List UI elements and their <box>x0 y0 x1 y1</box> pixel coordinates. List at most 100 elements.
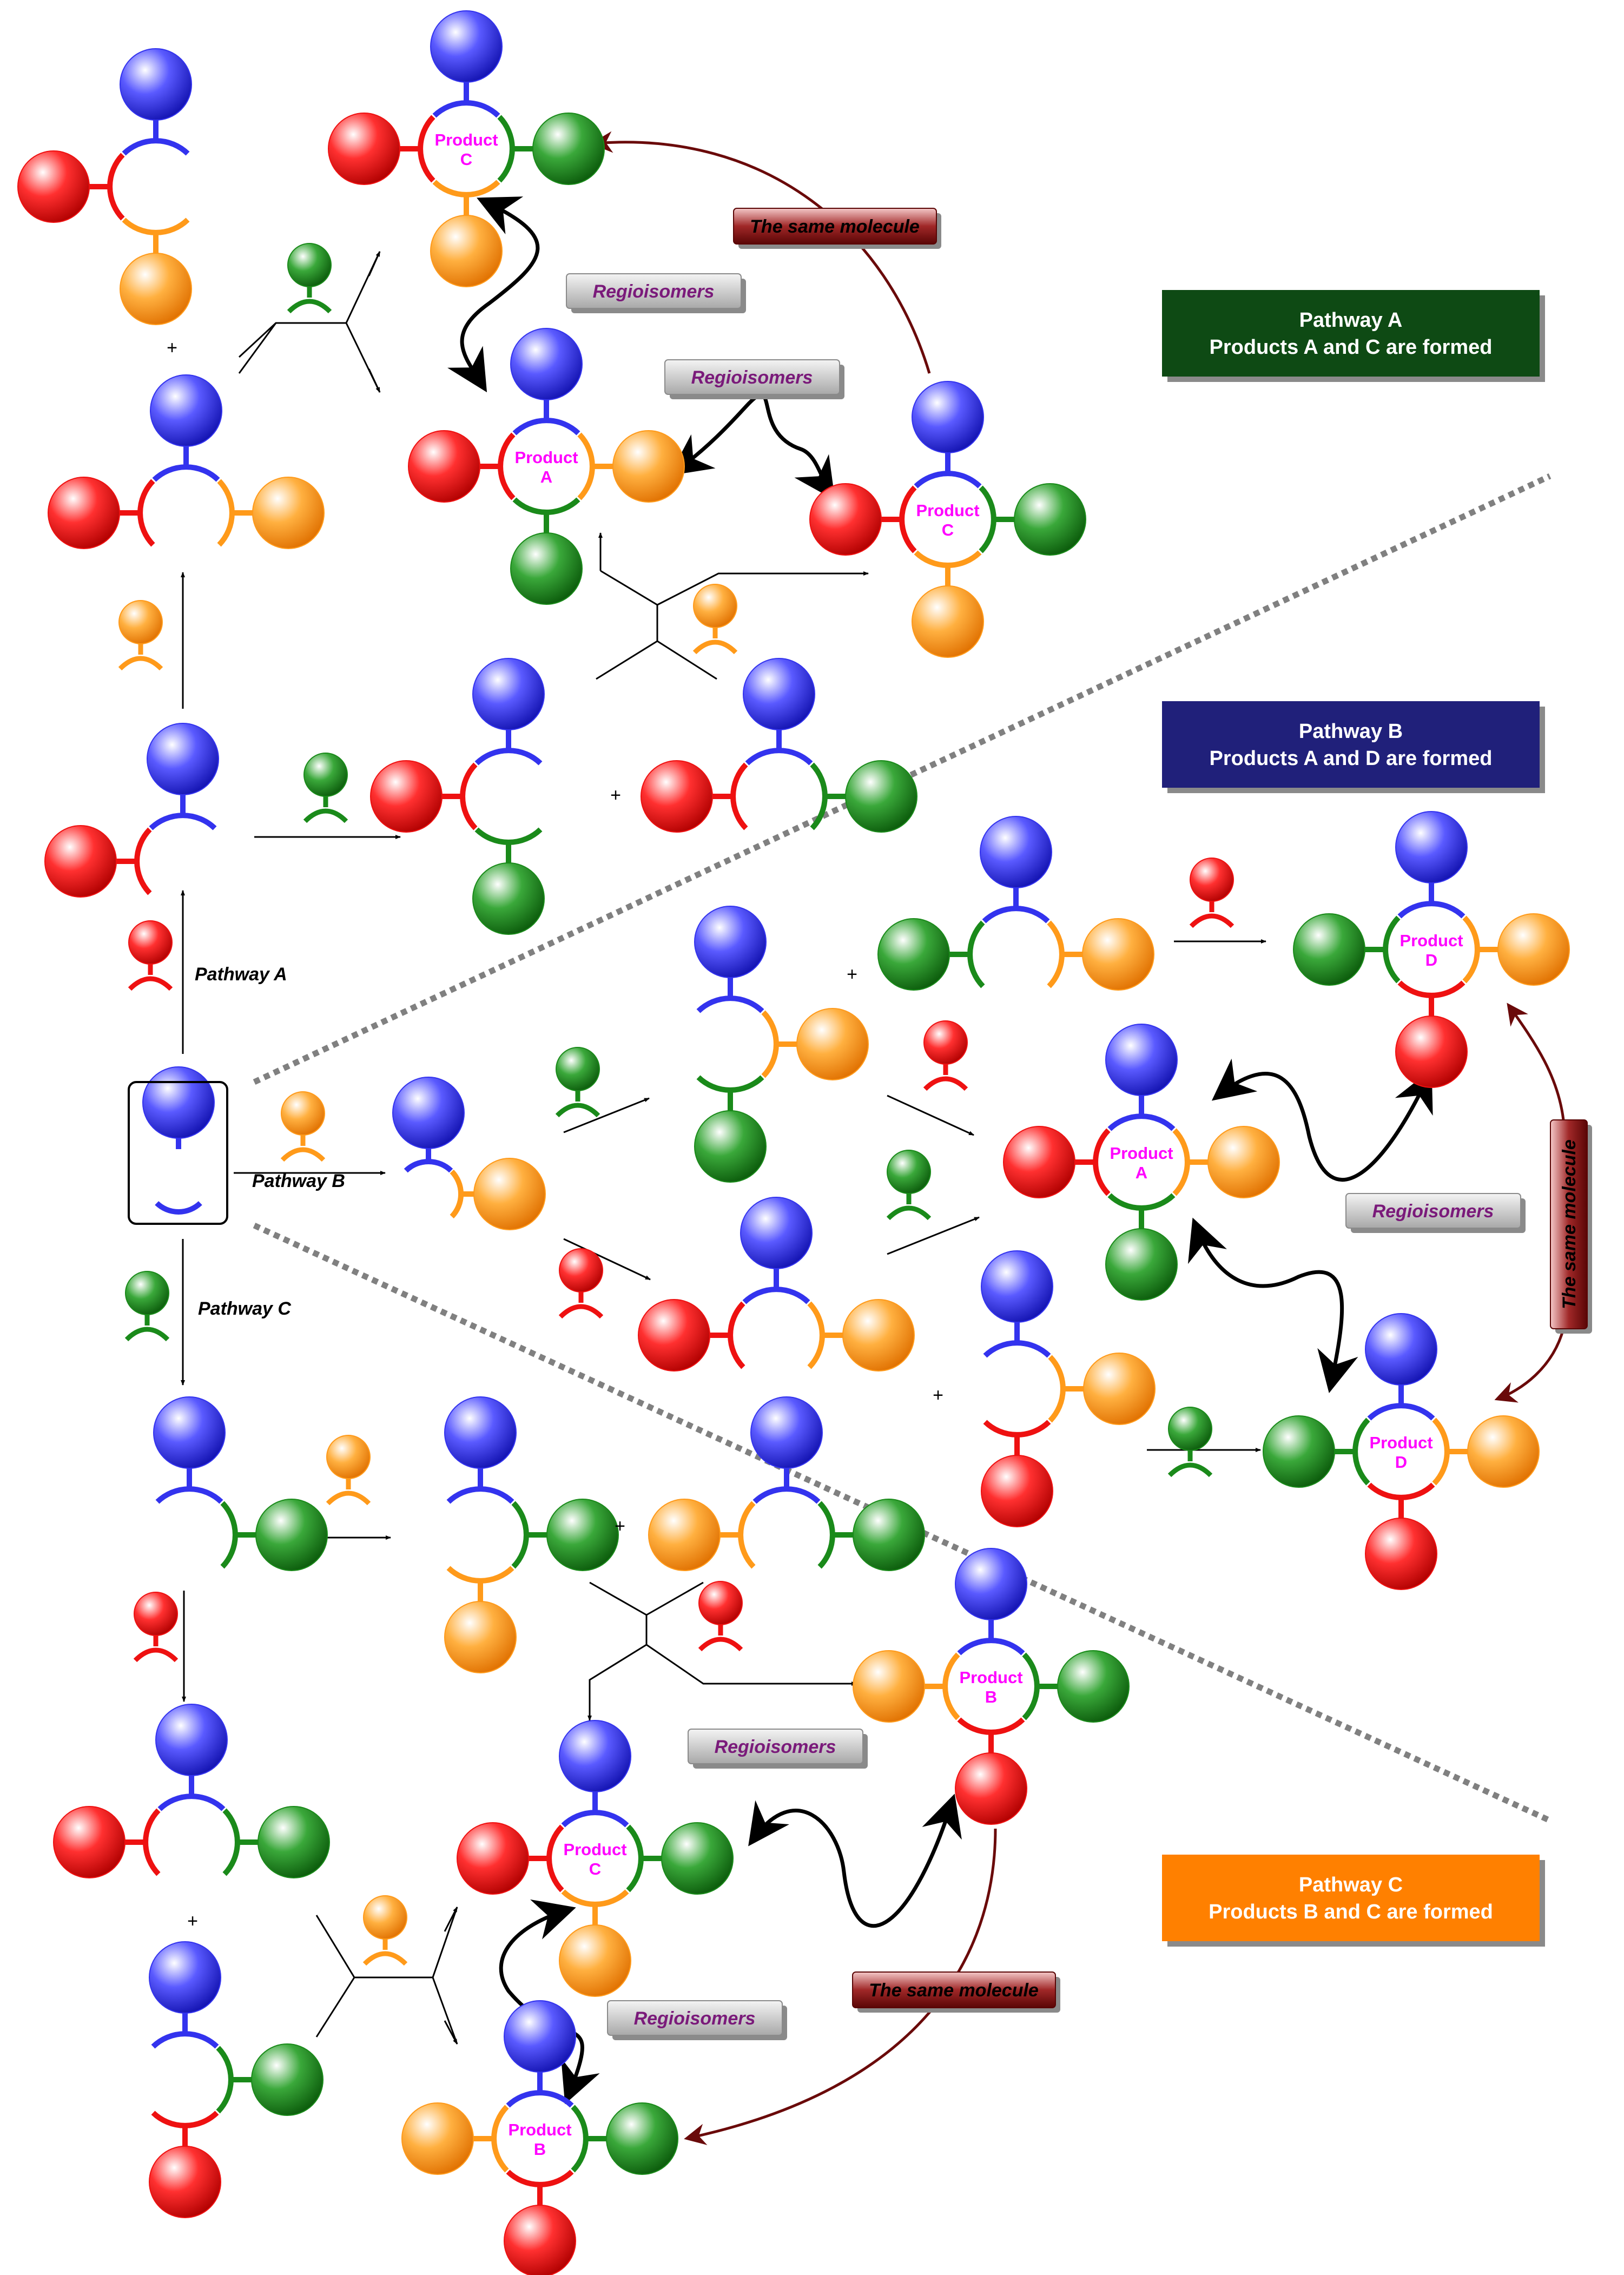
orange-sphere <box>1083 1353 1156 1425</box>
orange-sphere <box>281 1091 325 1136</box>
plus-sign: + <box>187 1911 198 1931</box>
regioisomer-arrow <box>1211 1058 1433 1182</box>
product-label: Product <box>514 448 578 467</box>
molecules: ProductCProductAProductCProductAProductD… <box>17 10 1570 2275</box>
red-sphere <box>17 150 90 223</box>
red-bond-arc <box>143 1808 161 1876</box>
separator-lines <box>253 473 1552 1823</box>
orange-sphere <box>648 1499 721 1571</box>
red-sphere <box>44 825 117 898</box>
branch-line <box>596 570 658 680</box>
green-bond-arc <box>571 2105 589 2173</box>
blue-sphere <box>504 2000 576 2073</box>
orange-bond-arc <box>450 1169 464 1219</box>
blue-sphere <box>1365 1313 1437 1386</box>
blue-bond-arc <box>151 2031 219 2049</box>
green-sphere <box>661 1822 734 1895</box>
orange-bond-arc <box>561 1889 629 1907</box>
svg-text:Products A and D are formed: Products A and D are formed <box>1210 747 1493 770</box>
two-arm-intermediate <box>981 1250 1156 1527</box>
green-sphere <box>532 113 605 185</box>
green-bond-arc <box>512 497 580 515</box>
orange-sphere <box>842 1299 915 1371</box>
product-letter: C <box>942 520 954 539</box>
orange-bond-arc <box>1462 915 1480 984</box>
branch-line <box>657 572 866 606</box>
svg-text:The same molecule: The same molecule <box>750 216 920 237</box>
orange-bond-arc <box>1047 920 1065 988</box>
orange-bond-arc <box>122 217 190 235</box>
mono-adduct <box>44 723 219 898</box>
orange-bond-arc <box>491 2105 509 2173</box>
red-bond-arc <box>498 432 516 500</box>
green-reagent <box>287 243 332 314</box>
two-arm-intermediate <box>641 658 917 833</box>
blue-sphere <box>392 1077 465 1149</box>
pathway-c-summary: Pathway C Products B and C are formed <box>1162 1855 1545 1947</box>
blue-bond-arc <box>155 1486 223 1504</box>
product-letter: A <box>1136 1163 1147 1182</box>
green-sphere <box>1057 1650 1130 1723</box>
green-reagent <box>886 1150 932 1221</box>
blue-sphere <box>510 328 583 400</box>
reaction-arrow <box>368 368 381 393</box>
starting-material <box>142 1066 215 1215</box>
green-bond-arc <box>511 1501 529 1569</box>
green-sphere <box>556 1047 600 1091</box>
red-bond-arc <box>107 153 125 221</box>
green-sphere <box>546 1499 619 1571</box>
red-sphere <box>559 1248 603 1293</box>
blue-sphere <box>430 10 503 83</box>
green-sphere <box>853 1499 925 1571</box>
green-sphere <box>255 1499 328 1571</box>
mono-adduct <box>392 1077 546 1230</box>
blue-bond-arc <box>149 813 217 830</box>
two-arm-intermediate <box>370 658 545 935</box>
svg-text:Products B and C are formed: Products B and C are formed <box>1209 1901 1493 1923</box>
blue-sphere <box>142 1066 215 1139</box>
curved-arrows <box>447 131 1565 2145</box>
pathway-a-summary: Pathway A Products A and C are formed <box>1162 290 1545 382</box>
blue-bond-arc <box>1107 1113 1176 1131</box>
plus-sign: + <box>847 964 857 985</box>
green-sphere <box>1105 1228 1178 1301</box>
red-bond-arc <box>698 1637 743 1652</box>
red-sphere <box>981 1455 1053 1527</box>
blue-bond-arc <box>914 471 982 489</box>
product-label: Product <box>1110 1144 1173 1163</box>
orange-bond-arc <box>432 180 500 197</box>
green-bond-arc <box>626 1824 644 1892</box>
red-bond-arc <box>957 1717 1025 1735</box>
product-letter: B <box>534 2140 546 2159</box>
blue-bond-arc <box>155 1201 202 1215</box>
green-bond-arc <box>979 485 996 553</box>
green-sphere <box>845 760 917 833</box>
regioisomer-tags: Regioisomers Regioisomers Regioisomers R… <box>566 273 1526 2040</box>
two-arm-intermediate <box>648 1396 925 1571</box>
orange-sphere <box>1467 1415 1540 1488</box>
blue-bond-arc <box>752 1486 821 1504</box>
branch-line <box>646 1644 849 1685</box>
branch-line <box>315 1907 458 1979</box>
red-sphere <box>955 1752 1027 1825</box>
red-sphere <box>48 477 120 549</box>
green-bond-arc <box>886 1205 932 1221</box>
orange-bond-arc <box>217 479 235 547</box>
reaction-arrow <box>563 1097 650 1133</box>
red-reagent <box>923 1020 968 1091</box>
regioisomers-tag: Regioisomers <box>566 273 746 313</box>
regioisomer-arrow <box>447 196 540 393</box>
green-bond-arc <box>497 115 515 183</box>
blue-sphere <box>155 1704 228 1776</box>
svg-text:Regioisomers: Regioisomers <box>715 1737 836 1757</box>
red-bond-arc <box>133 1647 179 1663</box>
blue-sphere <box>120 48 192 121</box>
green-sphere <box>694 1110 767 1183</box>
same-molecule-tag: The same molecule <box>1550 1119 1592 1334</box>
mono-adduct <box>153 1396 328 1571</box>
orange-bond-arc <box>914 550 982 568</box>
branch-line <box>646 1581 704 1616</box>
red-bond-arc <box>137 479 155 547</box>
